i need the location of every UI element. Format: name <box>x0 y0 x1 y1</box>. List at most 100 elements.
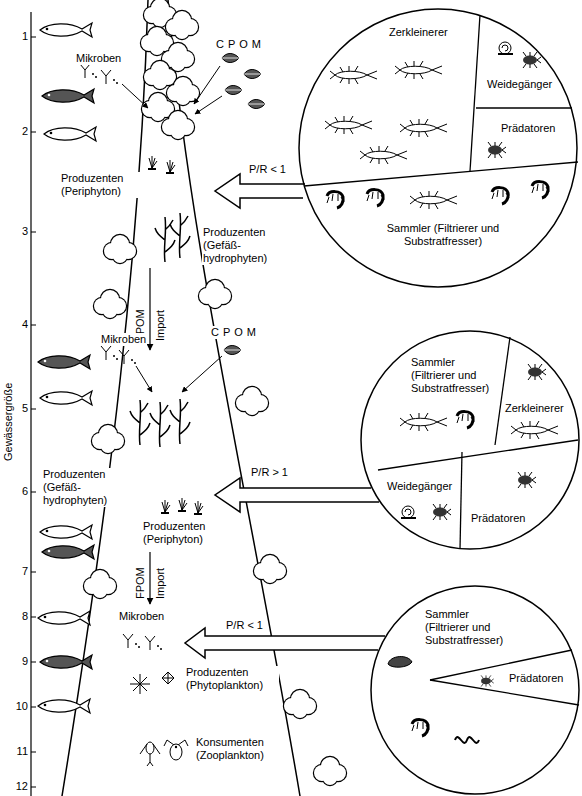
fish-symbol <box>40 655 92 669</box>
organism-drawing <box>170 399 190 444</box>
organism-drawing <box>400 119 447 137</box>
tree-crown <box>166 11 198 39</box>
size-axis <box>31 37 36 787</box>
group-label: Mikroben <box>118 610 165 623</box>
input-arrow <box>136 366 152 392</box>
circle-outline <box>299 9 577 287</box>
tree-crown <box>236 387 268 415</box>
fish-symbol <box>42 545 94 559</box>
axis-number: 6 <box>12 485 29 498</box>
tree-crown <box>284 690 316 718</box>
group-label: Mikroben <box>75 52 122 65</box>
guild-divider <box>304 15 579 705</box>
guild-label: Weidegänger <box>486 78 553 91</box>
producer-label: Produzenten (Gefäß-hydrophyten) <box>42 468 128 507</box>
guild-label: Zerkleinerer <box>504 402 565 415</box>
fish-symbol <box>40 525 92 539</box>
input-arrow <box>195 96 222 114</box>
organism-drawing <box>119 350 136 364</box>
guild-label: Zerkleinerer <box>388 26 449 39</box>
guild-label: Sammler (Filtrierer und Substratfresser) <box>424 608 516 647</box>
tree-crown <box>167 77 199 105</box>
organism-drawing <box>400 413 447 431</box>
organism-drawing <box>130 674 150 694</box>
guild-divider <box>470 15 480 171</box>
input-arrow <box>122 84 148 108</box>
fish-symbol <box>40 23 92 37</box>
flow-label: Import <box>154 309 167 342</box>
guild-label: Sammler (Filtrierer und Substratfresser) <box>410 356 500 395</box>
organism-drawing <box>170 213 190 258</box>
tree-crown <box>162 111 194 139</box>
organism-drawing <box>123 634 140 648</box>
organism-drawing <box>166 160 175 174</box>
organism-drawing <box>162 672 174 684</box>
organism-drawing <box>518 472 536 488</box>
pr-arrow <box>215 478 379 512</box>
axis-number: 1 <box>12 30 29 43</box>
organism-drawing <box>498 42 513 54</box>
guild-circle: Sammler (Filtrierer und Substratfresser)… <box>370 585 580 795</box>
organism-drawing <box>222 54 239 63</box>
circle-outline <box>361 331 579 549</box>
tree-crown <box>92 425 124 453</box>
organism-drawing <box>488 142 506 158</box>
guild-divider <box>304 162 578 186</box>
organism-drawing <box>492 188 509 204</box>
tree-crown <box>314 757 346 785</box>
ratio-label: P/R < 1 <box>248 163 287 176</box>
organism-drawing <box>145 636 162 650</box>
organism-drawing <box>80 42 558 766</box>
axis-number: 12 <box>12 780 29 793</box>
tree-crown <box>199 280 231 308</box>
organism-drawing <box>140 742 160 766</box>
pr-arrow <box>215 174 305 208</box>
circle-outline <box>371 586 579 794</box>
fish-symbol <box>38 611 90 625</box>
organism-drawing <box>325 116 372 134</box>
axis-number: 10 <box>12 700 29 713</box>
axis-number: 2 <box>12 125 29 138</box>
ratio-label: P/R < 1 <box>225 619 264 632</box>
producer-label: Produzenten (Phytoplankton) <box>185 666 279 692</box>
ratio-label: P/R > 1 <box>250 466 289 479</box>
organism-drawing <box>224 346 241 355</box>
axis-number: 7 <box>12 565 29 578</box>
organism-drawing <box>360 146 407 164</box>
organism-drawing <box>225 86 242 95</box>
organism-drawing <box>148 156 157 170</box>
pr-arrow <box>185 628 385 658</box>
guild-label: Prädatoren <box>470 512 526 525</box>
organism-drawing <box>150 402 170 447</box>
guild-label: Weidegänger <box>386 480 453 493</box>
organism-drawing <box>101 346 118 360</box>
organism-drawing <box>401 506 416 518</box>
axis-number: 8 <box>12 610 29 623</box>
organism-drawing <box>101 70 118 84</box>
tree-crown <box>104 235 136 263</box>
organism-drawing <box>523 52 541 68</box>
tree-crown <box>254 555 286 583</box>
organism-drawing <box>130 400 150 445</box>
organism-drawing <box>410 191 457 209</box>
guild-circle: Sammler (Filtrierer und Substratfresser)… <box>360 330 580 550</box>
axis-number: 3 <box>12 225 29 238</box>
organism-drawing <box>161 500 170 514</box>
organism-drawing <box>457 412 474 428</box>
axis-title: Gewässergröße <box>2 382 15 462</box>
producer-label: Produzenten (Periphyton) <box>60 172 144 198</box>
organism-drawing <box>155 217 175 262</box>
tree-crown <box>84 570 116 598</box>
organism-drawing <box>412 720 429 736</box>
fish-symbol <box>38 699 90 713</box>
fpom-arrow <box>149 552 150 604</box>
fish-symbol <box>38 355 90 369</box>
organism-drawing <box>244 70 261 79</box>
fpom-arrow <box>149 268 150 350</box>
organism-drawing <box>511 421 558 439</box>
guild-divider <box>476 107 572 108</box>
size-axis <box>30 12 31 796</box>
flow-label: Import <box>154 567 167 600</box>
organism-drawing <box>164 740 188 760</box>
